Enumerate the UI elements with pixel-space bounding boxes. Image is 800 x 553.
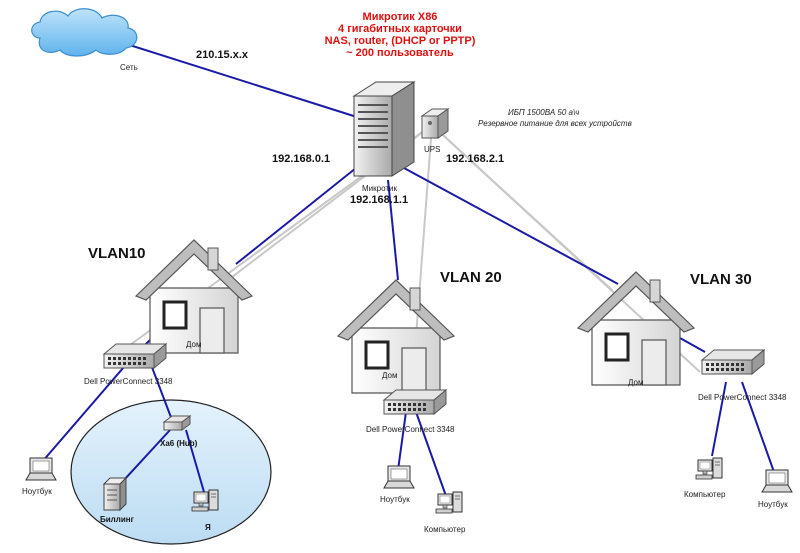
server-icon — [352, 81, 416, 177]
wan-ip-label: 210.15.x.x — [196, 49, 249, 61]
internet-cloud-icon — [31, 8, 138, 57]
server-label: Микротик — [362, 184, 397, 193]
ups-icon — [420, 108, 450, 139]
vlan10-title: VLAN10 — [88, 245, 146, 262]
vlan20-switch-icon — [383, 389, 447, 415]
cloud-label: Сеть — [120, 63, 138, 72]
ups-note-line-2: Резервное питание для всех устройств — [478, 119, 632, 128]
vlan30-switch-label: Dell PowerConnect 3348 — [698, 393, 787, 402]
ups-label: UPS — [424, 145, 440, 154]
vlan10-switch-label: Dell PowerConnect 3348 — [84, 377, 173, 386]
vlan20-laptop-label: Ноутбук — [380, 495, 410, 504]
vlan30-title: VLAN 30 — [690, 271, 752, 288]
billing-server-icon — [102, 476, 128, 512]
vlan30-laptop-icon — [761, 469, 793, 493]
vlan30-house-label: Дом — [628, 378, 643, 387]
server-ip-left: 192.168.0.1 — [272, 153, 330, 165]
my-computer-icon — [191, 489, 219, 512]
vlan20-laptop-icon — [383, 465, 415, 489]
title-line-2: 4 гигабитных карточки — [338, 23, 462, 35]
vlan10-laptop-label: Ноутбук — [22, 487, 52, 496]
vlan20-title: VLAN 20 — [440, 269, 502, 286]
hub-label: Xa6 (Hub) — [160, 439, 198, 448]
vlan30-laptop-label: Ноутбук — [758, 500, 788, 509]
vlan10-laptop-icon — [25, 457, 57, 481]
title-line-1: Микротик X86 — [363, 11, 438, 23]
vlan10-switch-icon — [103, 343, 167, 369]
vlan30-computer-icon — [695, 457, 723, 480]
billing-label: Биллинг — [100, 515, 135, 524]
vlan30-computer-label: Компьютер — [684, 490, 726, 499]
server-ip-center: 192.168.1.1 — [350, 194, 408, 206]
router-title: Микротик X86 4 гигабитных карточки NAS, … — [325, 11, 476, 59]
title-line-4: ~ 200 пользователь — [346, 47, 454, 59]
vlan20-switch-label: Dell PowerConnect 3348 — [366, 425, 455, 434]
vlan10-house-label: Дом — [186, 340, 201, 349]
vlan10-house-icon — [134, 238, 254, 355]
title-line-3: NAS, router, (DHCP or PPTP) — [325, 35, 476, 47]
vlan20-computer-label: Компьютер — [424, 525, 466, 534]
ups-note-line-1: ИБП 1500ВА 50 а\ч — [508, 108, 579, 117]
vlan20-house-label: Дом — [382, 371, 397, 380]
hub-icon — [162, 415, 192, 431]
server-ip-right: 192.168.2.1 — [446, 153, 504, 165]
vlan30-house-icon — [576, 270, 696, 387]
vlan20-computer-icon — [435, 491, 463, 514]
vlan30-switch-icon — [701, 349, 765, 375]
my-computer-label: Я — [205, 523, 211, 532]
